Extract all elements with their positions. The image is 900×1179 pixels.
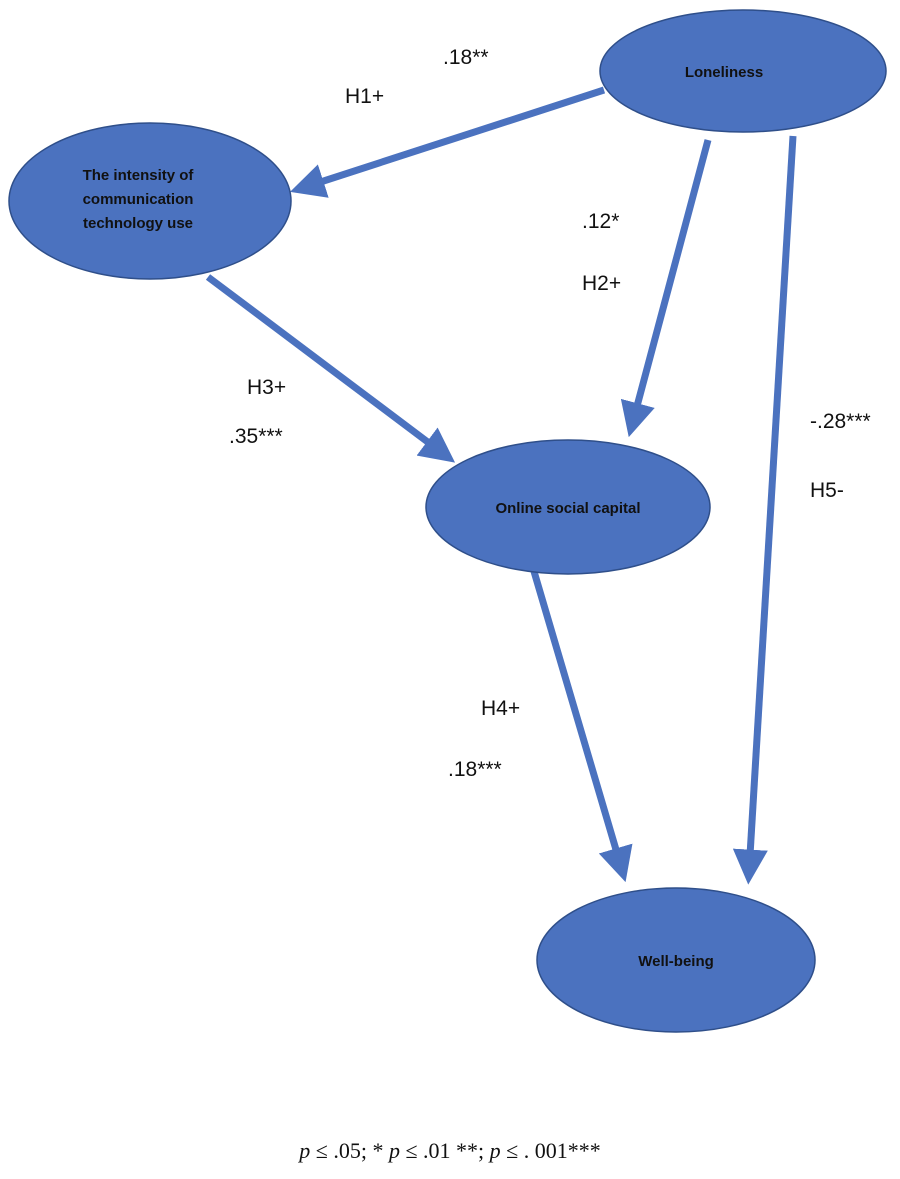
- node-loneliness: Loneliness: [599, 9, 887, 133]
- edge-h4-hypothesis: H4+: [481, 697, 520, 720]
- edge-h1-hypothesis: H1+: [345, 85, 384, 108]
- edge-h1-loneliness-to-intensity: [290, 86, 606, 198]
- legend-p-3: p: [489, 1138, 501, 1163]
- node-online-social-capital: Online social capital: [425, 439, 711, 575]
- node-intensity: The intensity of communication technolog…: [8, 122, 292, 280]
- node-well-being-label: Well-being: [638, 953, 714, 970]
- edge-h2-coefficient: .12*: [582, 210, 619, 233]
- edge-h3-hypothesis: H3+: [247, 376, 286, 399]
- node-intensity-label-line2: communication: [83, 191, 194, 208]
- edge-h4-coefficient: .18***: [448, 758, 502, 781]
- edge-h3-intensity-to-online-social-capital: [205, 274, 456, 463]
- edge-h2-hypothesis: H2+: [582, 272, 621, 295]
- edge-h3-coefficient: .35***: [229, 425, 283, 448]
- edge-h4-online-social-capital-to-well-being: [529, 567, 633, 883]
- significance-legend: p ≤ .05; * p ≤ .01 **; p ≤ . 001***: [0, 1138, 900, 1164]
- node-online-social-capital-label: Online social capital: [495, 500, 640, 517]
- node-well-being: Well-being: [536, 887, 816, 1033]
- legend-p-1: p: [299, 1138, 311, 1163]
- legend-p-2: p: [388, 1138, 400, 1163]
- edge-h5-coefficient: -.28***: [810, 410, 871, 433]
- edge-h5-loneliness-to-well-being: [732, 135, 797, 885]
- edge-h1-coefficient: .18**: [443, 46, 489, 69]
- legend-threshold-01: ≤ .01 **;: [399, 1138, 490, 1163]
- edge-h5-hypothesis: H5-: [810, 479, 844, 502]
- path-diagram: Loneliness The intensity of communicatio…: [8, 9, 887, 1033]
- edge-h2-loneliness-to-online-social-capital: [620, 139, 712, 438]
- legend-threshold-05: ≤ .05; *: [310, 1138, 389, 1163]
- node-intensity-label-line3: technology use: [83, 215, 193, 232]
- node-loneliness-label: Loneliness: [685, 64, 763, 81]
- node-intensity-label-line1: The intensity of: [83, 167, 195, 184]
- legend-threshold-001: ≤ . 001***: [500, 1138, 601, 1163]
